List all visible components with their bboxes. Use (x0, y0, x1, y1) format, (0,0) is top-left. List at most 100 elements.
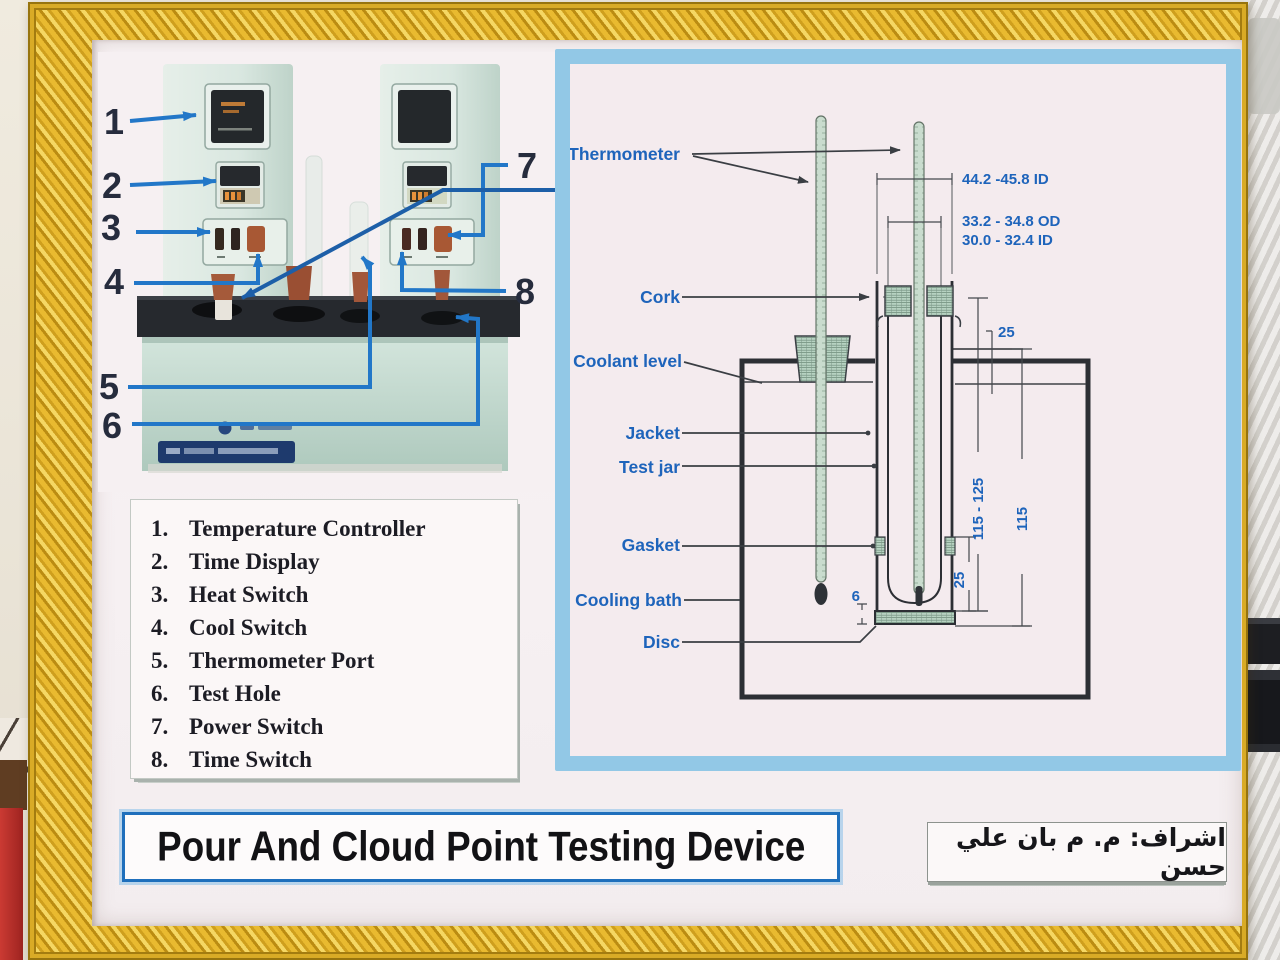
dim-jar-id: 30.0 - 32.4 ID (962, 232, 1053, 249)
legend-label: Time Switch (189, 746, 312, 772)
legend-item-2: 2. Time Display (151, 545, 517, 578)
callout-numbers: 1 2 3 4 5 6 7 8 (99, 101, 537, 446)
legend-item-7: 7. Power Switch (151, 710, 517, 743)
legend-num: 7. (151, 713, 169, 739)
dimension-lines (857, 173, 1032, 627)
dim-rim-offset: 25 (998, 324, 1015, 341)
background-object (1248, 18, 1280, 114)
legend-num: 2. (151, 548, 169, 574)
legend-label: Temperature Controller (189, 515, 426, 541)
legend-label: Thermometer Port (189, 647, 375, 673)
test-jar-label: Test jar (619, 457, 680, 477)
dim-jacket-id: 44.2 -45.8 ID (962, 171, 1049, 188)
callout-3: 3 (101, 207, 121, 248)
device-photo: 1 2 3 4 5 6 7 8 (98, 52, 558, 492)
legend-item-3: 3. Heat Switch (151, 578, 517, 611)
callout-5: 5 (99, 366, 119, 407)
jacket-label: Jacket (626, 423, 681, 443)
label-leader-lines (682, 146, 901, 643)
arrow-4-cool-switch (134, 253, 263, 285)
legend-item-8: 8. Time Switch (151, 743, 517, 776)
legend-label: Heat Switch (189, 581, 309, 607)
callout-6: 6 (102, 405, 122, 446)
apparatus-diagram: Thermometer Cork Coolant level Jacket Te… (570, 115, 1091, 700)
legend-label: Time Display (189, 548, 320, 574)
cork-label: Cork (640, 287, 680, 307)
heat-switch (215, 228, 224, 250)
poster-title: Pour And Cloud Point Testing Device (156, 823, 806, 870)
arrow-6-test-hole (132, 313, 480, 426)
background-dark-band (1242, 670, 1280, 752)
test-jar-outline (887, 299, 942, 605)
poster-sheet: 1 2 3 4 5 6 7 8 (92, 40, 1242, 926)
apparatus-diagram-panel: Thermometer Cork Coolant level Jacket Te… (555, 49, 1241, 771)
legend-label: Cool Switch (189, 614, 308, 640)
part-labels: Thermometer Cork Coolant level Jacket Te… (570, 144, 682, 652)
callout-7: 7 (517, 145, 537, 186)
callout-arrows (128, 111, 508, 426)
disc-label: Disc (643, 632, 680, 652)
legend-num: 3. (151, 581, 169, 607)
legend-item-1: 1. Temperature Controller (151, 512, 517, 545)
background-dark-band (1242, 618, 1280, 664)
arrow-1-temperature-controller (129, 111, 197, 123)
time-display-screen (220, 166, 260, 186)
background-book-spine (0, 760, 27, 810)
power-switch (434, 226, 452, 252)
cooling-bath-label: Cooling bath (575, 590, 682, 610)
coolant-level-label: Coolant level (573, 351, 682, 371)
glass-port (215, 296, 232, 320)
background-wrapped-object (1244, 0, 1280, 960)
background-book-spine (0, 808, 23, 960)
gasket-label: Gasket (622, 535, 681, 555)
callout-8: 8 (515, 271, 535, 312)
time-switch (402, 228, 411, 250)
cool-switch (247, 226, 265, 252)
legend-box: 1.Temperature Controller 2.Time Display … (130, 499, 518, 779)
legend-label: Test Hole (189, 680, 281, 706)
title-box: Pour And Cloud Point Testing Device (122, 812, 840, 882)
left-control-tower (163, 64, 293, 304)
legend-item-5: 5. Thermometer Port (151, 644, 517, 677)
leader-dots (865, 430, 877, 549)
cork-plug (286, 266, 312, 300)
supervisor-box: اشراف: م. م بان علي حسن (927, 822, 1227, 882)
legend-label: Power Switch (189, 713, 324, 739)
dim-jar-depth: 115 - 125 (970, 478, 987, 541)
cooling-bath-unit (137, 266, 520, 473)
switch (418, 228, 427, 250)
hole-to-diagram-connector (241, 188, 558, 300)
legend-num: 5. (151, 647, 169, 673)
temperature-controller-display (211, 90, 264, 143)
thermometer-right (913, 121, 925, 606)
arrow-5-thermometer-port (128, 255, 375, 389)
arrow-2-time-display (129, 176, 217, 187)
temperature-controller-display (398, 90, 451, 143)
legend-num: 8. (151, 746, 169, 772)
legend-num: 6. (151, 680, 169, 706)
legend-item-4: 4. Cool Switch (151, 611, 517, 644)
callout-2: 2 (102, 165, 122, 206)
legend-item-6: 6. Test Hole (151, 677, 517, 710)
cork-plug (434, 270, 450, 300)
cork-plug (352, 272, 369, 302)
thermometer-left (814, 115, 828, 605)
switch (231, 228, 240, 250)
jacket-tube (875, 179, 954, 611)
cooling-bath-outline (739, 348, 1091, 700)
arrow-7-power-switch (447, 163, 508, 240)
callout-4: 4 (104, 261, 124, 302)
dim-gasket-offset: 25 (951, 572, 968, 589)
dim-bath-depth: 115 (1014, 507, 1031, 531)
dim-disc-thickness: 6 (852, 588, 860, 605)
arrow-8-time-switch (397, 251, 507, 293)
supervisor-text: اشراف: م. م بان علي حسن (956, 823, 1226, 881)
legend-num: 4. (151, 614, 169, 640)
time-display-screen (407, 166, 447, 186)
dimension-labels: 44.2 -45.8 ID 33.2 - 34.8 OD 30.0 - 32.4… (852, 171, 1061, 605)
dim-jar-od: 33.2 - 34.8 OD (962, 213, 1061, 230)
cork-plug (211, 274, 235, 300)
gold-picture-frame: 1 2 3 4 5 6 7 8 (28, 2, 1248, 960)
legend-num: 1. (151, 515, 169, 541)
